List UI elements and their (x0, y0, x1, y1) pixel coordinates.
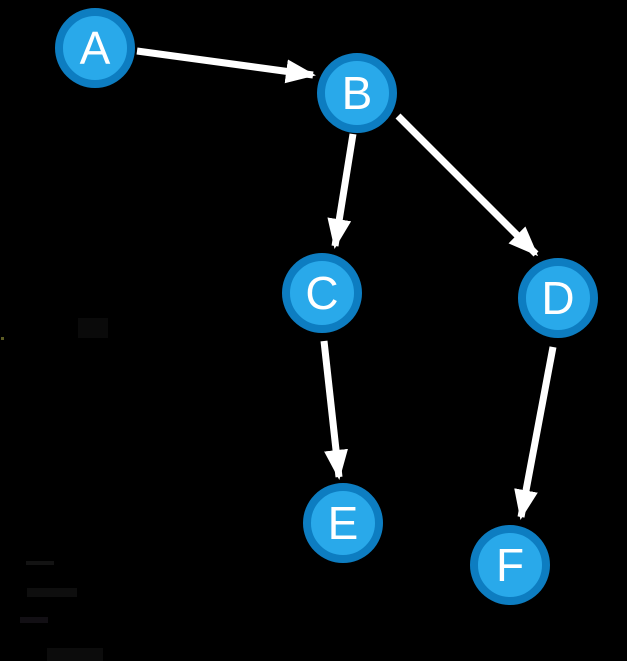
edge-B-C (327, 133, 357, 249)
node-A[interactable]: A (55, 8, 135, 88)
node-E[interactable]: E (303, 483, 383, 563)
edge-C-E (320, 340, 348, 480)
node-circle-E[interactable] (303, 483, 383, 563)
node-circle-F[interactable] (470, 525, 550, 605)
node-circle-C[interactable] (282, 253, 362, 333)
edge-A-B (136, 47, 316, 84)
node-label-A: A (80, 22, 111, 74)
node-F[interactable]: F (470, 525, 550, 605)
node-circle-B[interactable] (317, 53, 397, 133)
edge-B-D (395, 113, 539, 257)
node-label-D: D (541, 272, 574, 324)
node-label-E: E (328, 497, 359, 549)
node-circle-A[interactable] (55, 8, 135, 88)
node-label-C: C (305, 267, 338, 319)
node-C[interactable]: C (282, 253, 362, 333)
node-label-F: F (496, 539, 524, 591)
node-circle-D[interactable] (518, 258, 598, 338)
node-B[interactable]: B (317, 53, 397, 133)
node-D[interactable]: D (518, 258, 598, 338)
node-label-B: B (342, 67, 373, 119)
edge-D-F (514, 346, 557, 520)
